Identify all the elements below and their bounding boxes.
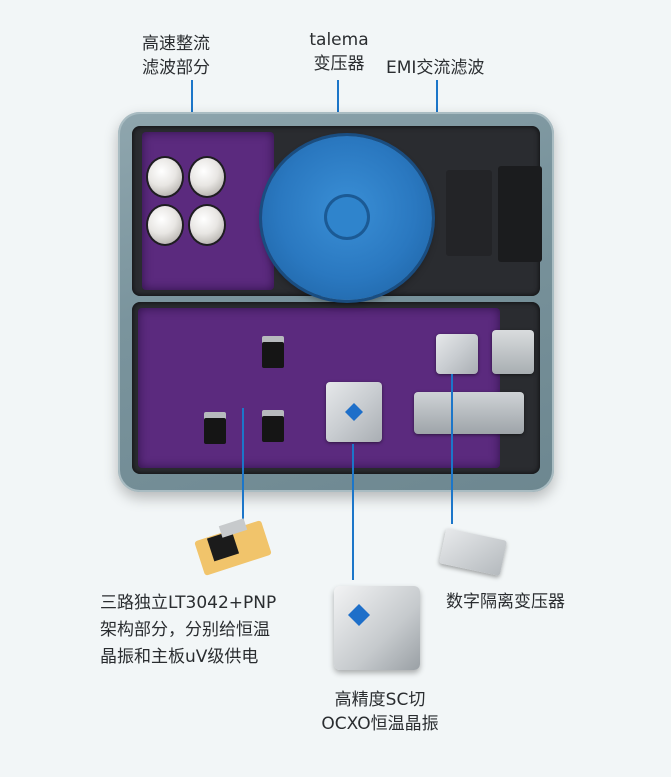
regulator-pointer — [242, 408, 244, 520]
ocxo-crystal-icon — [334, 578, 420, 670]
ac-inlet-socket — [498, 166, 542, 262]
ocxo-pointer — [352, 444, 354, 580]
ocxo-can — [334, 586, 420, 670]
emi-label: EMI交流滤波 — [386, 58, 485, 78]
sfp-cage — [414, 392, 524, 434]
emi-filter-block — [446, 170, 492, 256]
digital-transformer-pointer — [451, 374, 453, 524]
transformer-module — [438, 527, 508, 577]
electrolytic-capacitor-icon — [190, 158, 224, 196]
transformer-pointer — [337, 80, 339, 138]
transformer-label: talema 变压器 — [309, 30, 369, 74]
to220-regulator-icon — [204, 418, 226, 444]
fc-logo-icon — [345, 403, 363, 421]
to220-regulator-icon — [262, 342, 284, 368]
transformer-core — [324, 194, 370, 240]
rj45-port — [492, 330, 534, 374]
rectifier-label: 高速整流 滤波部分 — [142, 34, 210, 78]
digital-transformer-label: 数字隔离变压器 — [446, 592, 565, 612]
electrolytic-capacitor-icon — [148, 206, 182, 244]
toroidal-transformer-icon — [262, 136, 432, 300]
electrolytic-capacitor-icon — [190, 206, 224, 244]
electrolytic-capacitor-icon — [148, 158, 182, 196]
lower-cavity — [132, 302, 540, 474]
digital-transformer-icon — [436, 334, 478, 374]
regulator-label: 三路独立LT3042+PNP 架构部分，分别给恒温 晶振和主板uV级供电 — [100, 593, 277, 667]
digital-transformer-icon — [438, 526, 508, 578]
ocxo-crystal-icon — [326, 382, 382, 442]
ocxo-label: 高精度SC切 OCXO恒温晶振 — [321, 690, 439, 734]
to220-regulator-icon — [262, 416, 284, 442]
main-pcb — [138, 308, 500, 468]
fc-logo-icon — [348, 604, 370, 626]
to220-regulator-icon — [180, 518, 280, 580]
